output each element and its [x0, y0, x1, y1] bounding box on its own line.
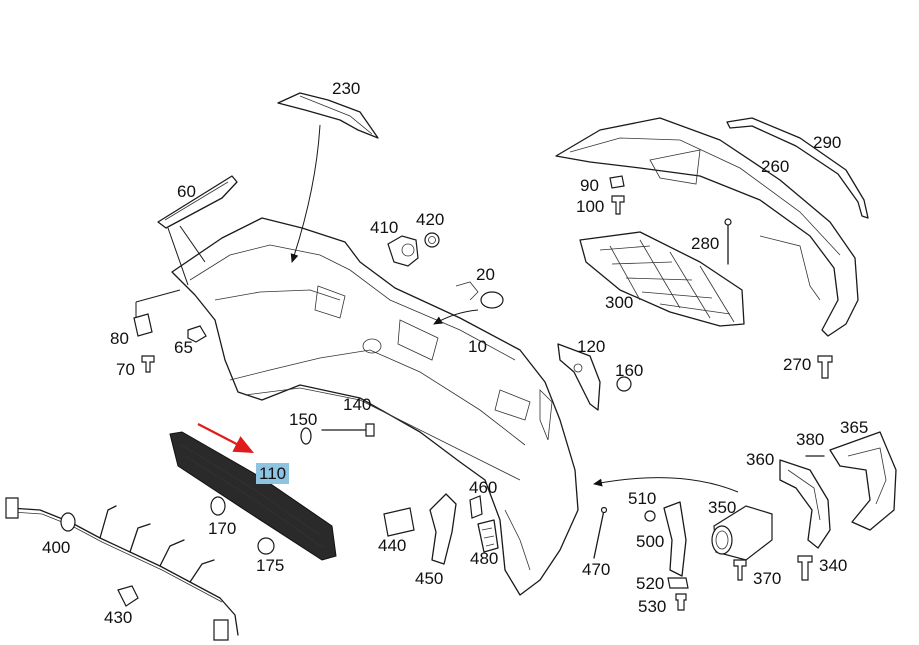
part-20-sensor [455, 281, 504, 309]
part-150-washer [300, 427, 312, 445]
callout-170[interactable]: 170 [208, 519, 237, 538]
part-120-bracket [557, 343, 601, 411]
part-260-cover [555, 117, 859, 337]
callout-470[interactable]: 470 [582, 560, 611, 579]
callout-20[interactable]: 20 [476, 265, 495, 284]
callout-150[interactable]: 150 [289, 410, 318, 429]
callout-340[interactable]: 340 [819, 556, 848, 575]
callout-360[interactable]: 360 [746, 450, 775, 469]
part-175-clip [257, 537, 275, 555]
part-430-connector [117, 585, 139, 607]
part-520-clip [667, 577, 689, 589]
callout-90[interactable]: 90 [580, 176, 599, 195]
callout-10[interactable]: 10 [468, 337, 487, 356]
callout-175[interactable]: 175 [256, 556, 285, 575]
callout-230[interactable]: 230 [332, 79, 361, 98]
callout-280[interactable]: 280 [691, 234, 720, 253]
part-10-bumper [171, 217, 579, 596]
part-110-absorber [169, 431, 337, 561]
part-365-bracket [829, 431, 897, 531]
callout-350[interactable]: 350 [708, 498, 737, 517]
callout-260[interactable]: 260 [761, 157, 790, 176]
callout-100[interactable]: 100 [576, 197, 605, 216]
callout-430[interactable]: 430 [104, 608, 133, 627]
part-65-clip [187, 325, 207, 343]
part-360-bracket [779, 459, 831, 549]
callout-480[interactable]: 480 [470, 549, 499, 568]
part-470-rod [593, 506, 608, 559]
callout-300[interactable]: 300 [605, 293, 634, 312]
callout-440[interactable]: 440 [378, 536, 407, 555]
part-350-pipe [711, 505, 773, 561]
arrow-230 [290, 124, 321, 263]
callout-365[interactable]: 365 [840, 418, 869, 437]
callout-80[interactable]: 80 [110, 329, 129, 348]
part-230-trim [277, 92, 379, 139]
part-500-bracket [663, 501, 687, 577]
callout-460[interactable]: 460 [469, 478, 498, 497]
callout-400[interactable]: 400 [42, 538, 71, 557]
callout-140[interactable]: 140 [343, 395, 372, 414]
part-450-bracket [429, 493, 457, 565]
part-280-pin [724, 218, 732, 265]
callout-270[interactable]: 270 [783, 355, 812, 374]
part-480-bracket [477, 519, 499, 553]
arrow-350 [593, 477, 739, 493]
callout-290[interactable]: 290 [813, 133, 842, 152]
callout-160[interactable]: 160 [615, 361, 644, 380]
leader-80 [135, 289, 181, 318]
callout-65[interactable]: 65 [174, 338, 193, 357]
part-460-clip [469, 495, 483, 519]
callout-380[interactable]: 380 [796, 430, 825, 449]
part-400-harness [5, 497, 239, 641]
part-300-grille [579, 231, 745, 327]
part-410-sensor [387, 235, 419, 267]
red-pointer-arrow [197, 423, 254, 454]
part-510-nut [644, 510, 656, 522]
part-140-bolt [321, 423, 375, 437]
arrow-20 [433, 309, 479, 325]
part-100-screw [611, 195, 625, 215]
part-290-strip [726, 117, 869, 219]
part-170-nut [210, 496, 226, 516]
part-370-screw [733, 559, 747, 581]
callout-500[interactable]: 500 [636, 532, 665, 551]
part-80-clip [133, 313, 153, 337]
callout-530[interactable]: 530 [638, 597, 667, 616]
part-270-screw [817, 355, 833, 379]
part-90-clip [609, 175, 625, 189]
callout-410[interactable]: 410 [370, 218, 399, 237]
leader-60 [167, 225, 206, 286]
part-420-ring [424, 232, 440, 248]
part-70-screw [141, 355, 155, 373]
callout-520[interactable]: 520 [636, 574, 665, 593]
part-530-screw [675, 593, 687, 611]
callout-110-highlighted[interactable]: 110 [256, 463, 290, 484]
part-440-module [383, 507, 415, 537]
part-160-grommet [616, 376, 632, 392]
callout-60[interactable]: 60 [177, 182, 196, 201]
callout-450[interactable]: 450 [415, 569, 444, 588]
callout-420[interactable]: 420 [416, 210, 445, 229]
callout-70[interactable]: 70 [116, 360, 135, 379]
part-60-bracket [157, 175, 238, 229]
callout-370[interactable]: 370 [753, 569, 782, 588]
part-340-screw [797, 555, 813, 581]
callout-120[interactable]: 120 [577, 337, 606, 356]
callout-510[interactable]: 510 [628, 489, 657, 508]
